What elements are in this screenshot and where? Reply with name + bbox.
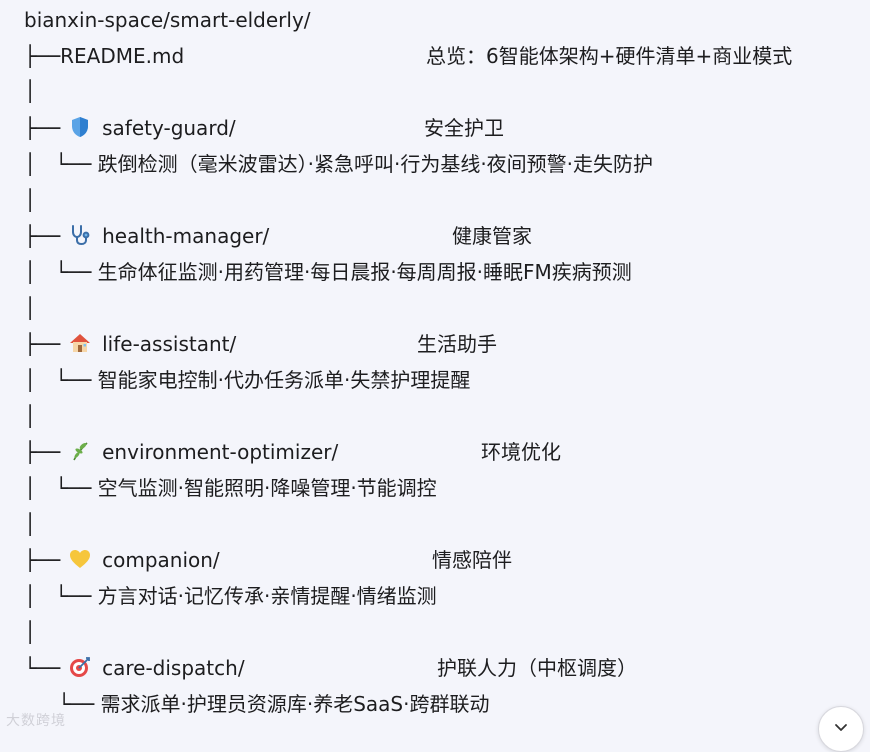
tree-entry-life-assistant[interactable]: ├── life-assistant/ 生活助手 — [24, 326, 497, 362]
tree-pipe: │ — [24, 188, 37, 212]
tree-entry-detail: │ └── 跌倒检测（毫米波雷达）·紧急呼叫·行为基线·夜间预警·走失防护 — [24, 152, 654, 176]
tree-pipe: │ — [24, 79, 37, 103]
module-name: safety-guard/ — [102, 116, 236, 140]
house-icon — [68, 331, 92, 355]
tree-connector: ├── — [24, 440, 61, 464]
tree-pipe: │ — [24, 620, 37, 644]
tree-entry-environment-optimizer[interactable]: ├── environment-optimizer/ 环境优化 — [24, 434, 561, 470]
tree-pipe: │ — [24, 404, 37, 428]
tree-connector: └── — [24, 656, 61, 680]
module-detail: 智能家电控制·代办任务派单·失禁护理提醒 — [97, 368, 471, 392]
tree-entry-detail: │ └── 空气监测·智能照明·降噪管理·节能调控 — [24, 476, 437, 500]
tree-connector: ├── — [24, 224, 61, 248]
module-name: life-assistant/ — [102, 332, 237, 356]
tree-pipe: │ — [24, 296, 37, 320]
tree-connector: ├── — [24, 548, 61, 572]
module-detail: 需求派单·护理员资源库·养老SaaS·跨群联动 — [100, 692, 490, 716]
module-detail: 方言对话·记忆传承·亲情提醒·情绪监测 — [97, 584, 437, 608]
tree-entry-detail: │ └── 智能家电控制·代办任务派单·失禁护理提醒 — [24, 368, 471, 392]
watermark: 大数跨境 — [6, 710, 66, 730]
file-name: README.md — [60, 44, 185, 68]
module-detail: 空气监测·智能照明·降噪管理·节能调控 — [97, 476, 437, 500]
file-description: 总览：6智能体架构+硬件清单+商业模式 — [426, 44, 793, 68]
tree-entry-companion[interactable]: ├── companion/ 情感陪伴 — [24, 542, 512, 578]
root-path: bianxin-space/smart-elderly/ — [24, 8, 311, 32]
tree-root: bianxin-space/smart-elderly/ — [24, 2, 311, 38]
tree-connector: ├── — [24, 332, 61, 356]
module-description: 生活助手 — [417, 332, 497, 356]
tree-pipe: │ — [24, 512, 37, 536]
target-icon — [68, 655, 92, 679]
tree-entry-safety-guard[interactable]: ├── safety-guard/ 安全护卫 — [24, 110, 504, 146]
tree-entry-detail: └── 需求派单·护理员资源库·养老SaaS·跨群联动 — [58, 692, 490, 716]
module-name: care-dispatch/ — [102, 656, 245, 680]
module-description: 环境优化 — [481, 440, 561, 464]
chevron-down-icon — [833, 719, 849, 739]
module-detail: 跌倒检测（毫米波雷达）·紧急呼叫·行为基线·夜间预警·走失防护 — [97, 152, 654, 176]
module-description: 健康管家 — [452, 224, 532, 248]
tree-entry-detail: │ └── 生命体征监测·用药管理·每日晨报·每周周报·睡眠FM疾病预测 — [24, 260, 632, 284]
module-name: health-manager/ — [102, 224, 270, 248]
scroll-down-button[interactable] — [818, 706, 864, 752]
stethoscope-icon — [68, 223, 92, 247]
tree-connector: ├── — [24, 44, 61, 68]
module-description: 情感陪伴 — [432, 548, 512, 572]
tree-entry-detail: │ └── 方言对话·记忆传承·亲情提醒·情绪监测 — [24, 584, 437, 608]
tree-entry-readme[interactable]: ├── README.md 总览：6智能体架构+硬件清单+商业模式 — [24, 38, 792, 74]
tree-connector: ├── — [24, 116, 61, 140]
tree-entry-health-manager[interactable]: ├── health-manager/ 健康管家 — [24, 218, 532, 254]
yellow-heart-icon — [68, 547, 92, 571]
module-description: 安全护卫 — [424, 116, 504, 140]
module-detail: 生命体征监测·用药管理·每日晨报·每周周报·睡眠FM疾病预测 — [97, 260, 632, 284]
module-description: 护联人力（中枢调度） — [437, 656, 637, 680]
shield-icon — [68, 115, 92, 139]
module-name: companion/ — [102, 548, 220, 572]
watermark-text: 大数跨境 — [6, 713, 66, 729]
herb-icon — [68, 439, 92, 463]
module-name: environment-optimizer/ — [102, 440, 339, 464]
tree-entry-care-dispatch[interactable]: └── care-dispatch/ 护联人力（中枢调度） — [24, 650, 637, 686]
